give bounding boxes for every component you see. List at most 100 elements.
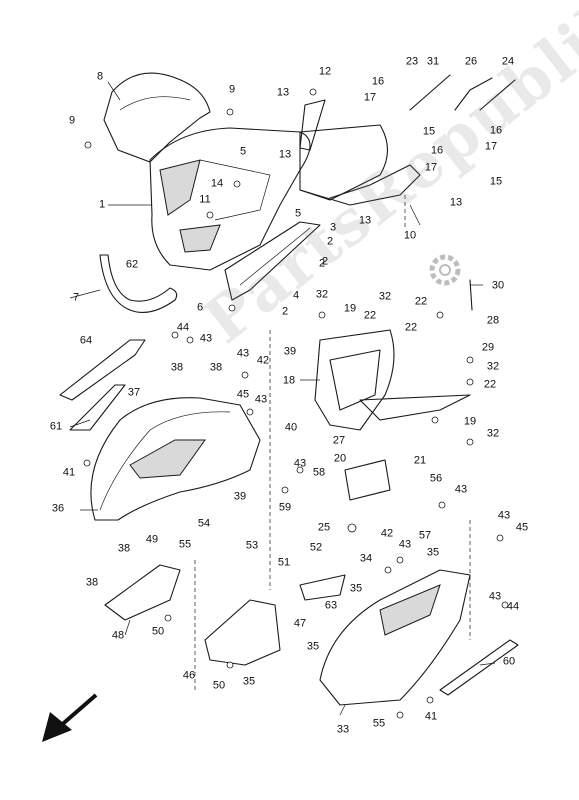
callout-c47: 47 [293, 617, 307, 630]
callout-c48: 48 [111, 629, 125, 642]
callout-c37: 37 [127, 386, 141, 399]
fairing-stay-frame [314, 329, 395, 431]
bracket-20 [344, 459, 391, 501]
callout-c17b: 17 [424, 161, 438, 174]
callout-c28: 28 [486, 314, 500, 327]
upper-side-panel [299, 124, 389, 201]
callout-c6: 6 [196, 301, 204, 314]
callout-c2b: 2 [321, 255, 329, 268]
callout-c43g: 43 [488, 590, 502, 603]
callout-c53: 53 [245, 539, 259, 552]
callout-c42b: 42 [380, 527, 394, 540]
callout-c44b: 44 [506, 600, 520, 613]
callout-c43a: 43 [199, 332, 213, 345]
callout-c19a: 19 [343, 302, 357, 315]
callout-c43e: 43 [454, 483, 468, 496]
right-lower-fairing [319, 569, 471, 706]
callout-c13b: 13 [278, 148, 292, 161]
callout-c30: 30 [491, 279, 505, 292]
callout-c17a: 17 [363, 91, 377, 104]
callout-c33: 33 [336, 723, 350, 736]
callout-c35d: 35 [242, 675, 256, 688]
callout-c64: 64 [79, 334, 93, 347]
windscreen [103, 72, 211, 163]
callout-c49: 49 [145, 533, 159, 546]
callout-c36: 36 [51, 502, 65, 515]
callout-c50a: 50 [151, 625, 165, 638]
callout-c41a: 41 [62, 466, 76, 479]
callout-c18: 18 [282, 374, 296, 387]
callout-c55a: 55 [178, 538, 192, 551]
callout-c19b: 19 [463, 415, 477, 428]
left-fairing-vent [129, 439, 206, 479]
trim-strip [59, 339, 146, 401]
fasteners [83, 88, 509, 719]
callout-c32c: 32 [486, 360, 500, 373]
callout-c23: 23 [405, 55, 419, 68]
callout-c54: 54 [197, 517, 211, 530]
callout-c40: 40 [284, 421, 298, 434]
left-side-fairing [90, 397, 261, 521]
callout-c5b: 5 [294, 207, 302, 220]
callout-c32b: 32 [378, 290, 392, 303]
brace-wire [99, 254, 178, 313]
callout-c42a: 42 [256, 354, 270, 367]
callout-c9a: 9 [228, 83, 236, 96]
callout-c59: 59 [278, 501, 292, 514]
callout-c45a: 45 [236, 388, 250, 401]
callout-c61: 61 [49, 420, 63, 433]
upper-cowling [149, 127, 311, 271]
callout-c34: 34 [359, 552, 373, 565]
right-trim-strip [439, 639, 519, 696]
callout-c2c: 2 [318, 257, 326, 270]
callout-c56: 56 [429, 472, 443, 485]
callout-c3: 3 [329, 221, 337, 234]
callout-c43b: 43 [236, 347, 250, 360]
gear-icon [429, 254, 461, 286]
callout-c17c: 17 [484, 140, 498, 153]
callout-c11: 11 [199, 193, 211, 206]
callout-c1: 1 [98, 198, 106, 211]
callout-c52: 52 [309, 541, 323, 554]
callout-c43h: 43 [497, 509, 511, 522]
callout-c27: 27 [332, 434, 346, 447]
callout-c24: 24 [501, 55, 515, 68]
callout-c32d: 32 [486, 427, 500, 440]
callout-c25: 25 [317, 521, 331, 534]
callout-c13d: 13 [449, 196, 463, 209]
bracket-51 [299, 574, 346, 601]
callout-c38d: 38 [85, 576, 99, 589]
callout-c8: 8 [96, 70, 104, 83]
callout-c4: 4 [292, 289, 300, 302]
callout-c43f: 43 [398, 538, 412, 551]
callout-c45b: 45 [515, 521, 529, 534]
callout-c22b: 22 [363, 309, 377, 322]
callout-c50b: 50 [212, 679, 226, 692]
lower-left-panel [104, 564, 181, 621]
inner-strip [224, 221, 321, 301]
lower-mid-panel [204, 599, 281, 666]
callout-c43d: 43 [293, 457, 307, 470]
callout-c29: 29 [481, 341, 495, 354]
callout-c22d: 22 [483, 378, 497, 391]
callout-c38b: 38 [209, 361, 223, 374]
callout-c7: 7 [72, 291, 80, 304]
callout-c12: 12 [318, 65, 332, 78]
callout-c26: 26 [464, 55, 478, 68]
callout-c35a: 35 [426, 546, 440, 559]
callout-c41b: 41 [424, 710, 438, 723]
callout-c2a: 2 [326, 235, 334, 248]
callout-c31: 31 [426, 55, 440, 68]
callout-c16c: 16 [489, 124, 503, 137]
callout-c38a: 38 [170, 361, 184, 374]
callout-c5a: 5 [239, 145, 247, 158]
callout-c55b: 55 [372, 717, 386, 730]
callout-c22c: 22 [404, 321, 418, 334]
callout-c39b: 39 [233, 490, 247, 503]
callout-c13a: 13 [276, 86, 290, 99]
callout-c63: 63 [324, 599, 338, 612]
callout-c39a: 39 [283, 345, 297, 358]
callout-c35b: 35 [349, 582, 363, 595]
callout-c9b: 9 [68, 114, 76, 127]
